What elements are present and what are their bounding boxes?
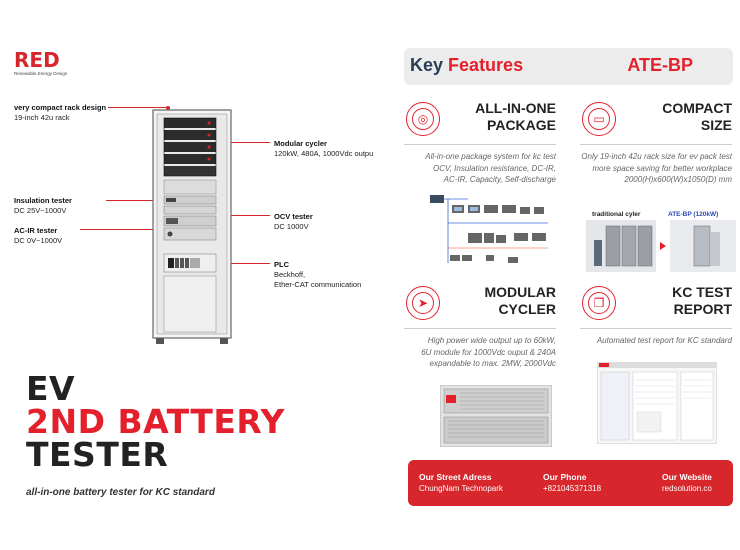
system-network-diagram — [430, 195, 548, 263]
callout-insulation: Insulation tester DC 25V~1000V — [14, 196, 72, 215]
model-name: ATE-BP — [627, 55, 693, 75]
callout-rack: very compact rack design 19-inch 42u rac… — [14, 103, 107, 122]
size-comparison-image — [586, 220, 736, 272]
document-icon: ❐ — [582, 286, 616, 320]
test-instruments — [163, 195, 217, 241]
feature-description: All-in-one package system for kc test OC… — [425, 152, 556, 184]
leader-rack — [108, 105, 170, 110]
feature-description: Only 19-inch 42u rack size for ev pack t… — [581, 152, 732, 184]
feature-all-in-one: ◎ ALL-IN-ONE PACKAGE All-in-one package … — [404, 100, 556, 186]
rack-cabinet-illustration — [152, 109, 232, 344]
feature-description: Automated test report for KC standard — [596, 336, 732, 345]
compare-label-atebp: ATE-BP (120kW) — [668, 211, 719, 218]
feature-compact-size: ▭ COMPACT SIZE Only 19-inch 42u rack siz… — [580, 100, 732, 186]
callout-ocv: OCV tester DC 1000V — [274, 212, 313, 231]
divider — [404, 144, 556, 145]
footer-phone: Our Phone +821045371318 — [543, 472, 602, 493]
callout-modular-cycler: Modular cycler 120kW, 480A, 1000Vdc outp… — [274, 139, 374, 158]
divider — [404, 328, 556, 329]
feature-kc-test-report: ❐ KC TEST REPORT Automated test report f… — [580, 284, 732, 347]
feature-title: KC TEST REPORT — [672, 284, 732, 317]
website-link[interactable]: redsolution.co — [662, 484, 712, 493]
feature-title: ALL-IN-ONE PACKAGE — [475, 100, 556, 133]
hero-subtitle: all-in-one battery tester for KC standar… — [26, 487, 215, 498]
rack-icon: ▭ — [582, 102, 616, 136]
key-word: Key — [410, 55, 444, 75]
divider — [580, 144, 732, 145]
divider — [580, 328, 732, 329]
target-icon: ◎ — [406, 102, 440, 136]
test-report-screenshot — [597, 362, 717, 444]
feature-title: MODULAR CYCLER — [484, 284, 556, 317]
contact-footer: Our Street Adress ChungNam Technopark Ou… — [408, 460, 733, 506]
feature-description: High power wide output up to 60kW, 6U mo… — [421, 336, 556, 368]
cycler-modules — [163, 117, 217, 177]
callout-plc: PLC Beckhoff, Ether-CAT communication — [274, 260, 362, 289]
features-word: Features — [448, 55, 524, 75]
logo-tagline: Renewable Energy Design — [14, 71, 68, 76]
footer-website: Our Website redsolution.co — [662, 472, 712, 493]
footer-address: Our Street Adress ChungNam Technopark — [419, 472, 503, 493]
key-features-header: Key Features ATE-BP — [404, 48, 733, 85]
feature-modular-cycler: ➤ MODULAR CYCLER High power wide output … — [404, 284, 556, 370]
modular-cycler-photo — [440, 385, 552, 447]
hero-title: EV 2ND BATTERY TESTER — [26, 369, 285, 474]
feature-title: COMPACT SIZE — [662, 100, 732, 133]
plc-panel — [163, 253, 217, 273]
callout-acir: AC-IR tester DC 0V~1000V — [14, 226, 63, 245]
paper-plane-icon: ➤ — [406, 286, 440, 320]
compare-label-traditional: traditional cyler — [592, 211, 641, 218]
